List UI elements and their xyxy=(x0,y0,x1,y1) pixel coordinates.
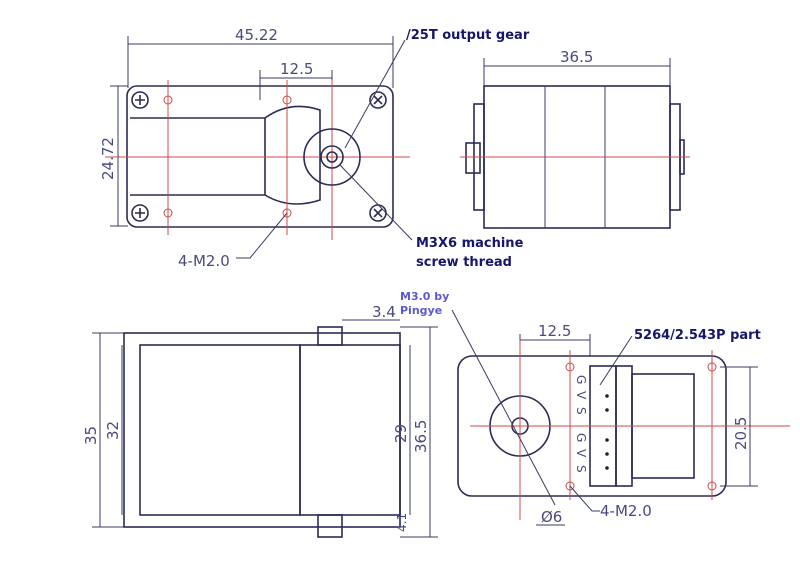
annotation-connector: 5264/2.543P part xyxy=(634,328,761,343)
pin-label: V xyxy=(574,391,588,400)
dim-hole-spacing: 20.5 xyxy=(732,417,750,450)
dim-shaft: 3.4 xyxy=(372,303,396,321)
pin-label: V xyxy=(574,449,588,458)
dim-gear-offset-bottom: 12.5 xyxy=(538,322,571,340)
top-view-front: 45.22 12.5 24.72 4-M2.0 xyxy=(99,26,413,270)
annotation-screw-thread-1: M3X6 machine xyxy=(416,236,524,251)
dim-height: 24.72 xyxy=(99,137,117,180)
dim-overall: 36.5 xyxy=(412,420,430,453)
connector-pins xyxy=(605,394,609,470)
annotation-output-gear: /25T output gear xyxy=(406,28,530,43)
top-view-side: 36.5 xyxy=(460,48,690,229)
pin-label: S xyxy=(574,407,588,415)
hole-label-bottom: 4-M2.0 xyxy=(600,502,652,520)
side-view: 35 32 29 36.5 4.1 3.4 xyxy=(82,303,438,538)
watermark-line2: Pingye xyxy=(400,304,442,317)
dim-bottom: 4.1 xyxy=(395,513,409,532)
pin-label: G xyxy=(574,433,588,442)
dim-body-height: 32 xyxy=(104,421,122,440)
annotation-screw-thread-2: screw thread xyxy=(416,255,512,270)
hole-label: 4-M2.0 xyxy=(178,252,230,270)
dim-shaft-dia: Ø6 xyxy=(541,508,562,526)
dim-gear-offset: 12.5 xyxy=(280,60,313,78)
watermark-line1: M3.0 by xyxy=(400,290,449,303)
pin-label: G xyxy=(574,375,588,384)
pin-label: S xyxy=(574,465,588,473)
dim-length: 36.5 xyxy=(560,48,593,66)
dim-width: 45.22 xyxy=(235,26,278,44)
bottom-view: 12.5 5264/2.543P part 20.5 G V S G V S Ø xyxy=(451,309,790,526)
dim-total-height: 35 xyxy=(82,426,100,445)
dim-case: 29 xyxy=(392,424,410,443)
